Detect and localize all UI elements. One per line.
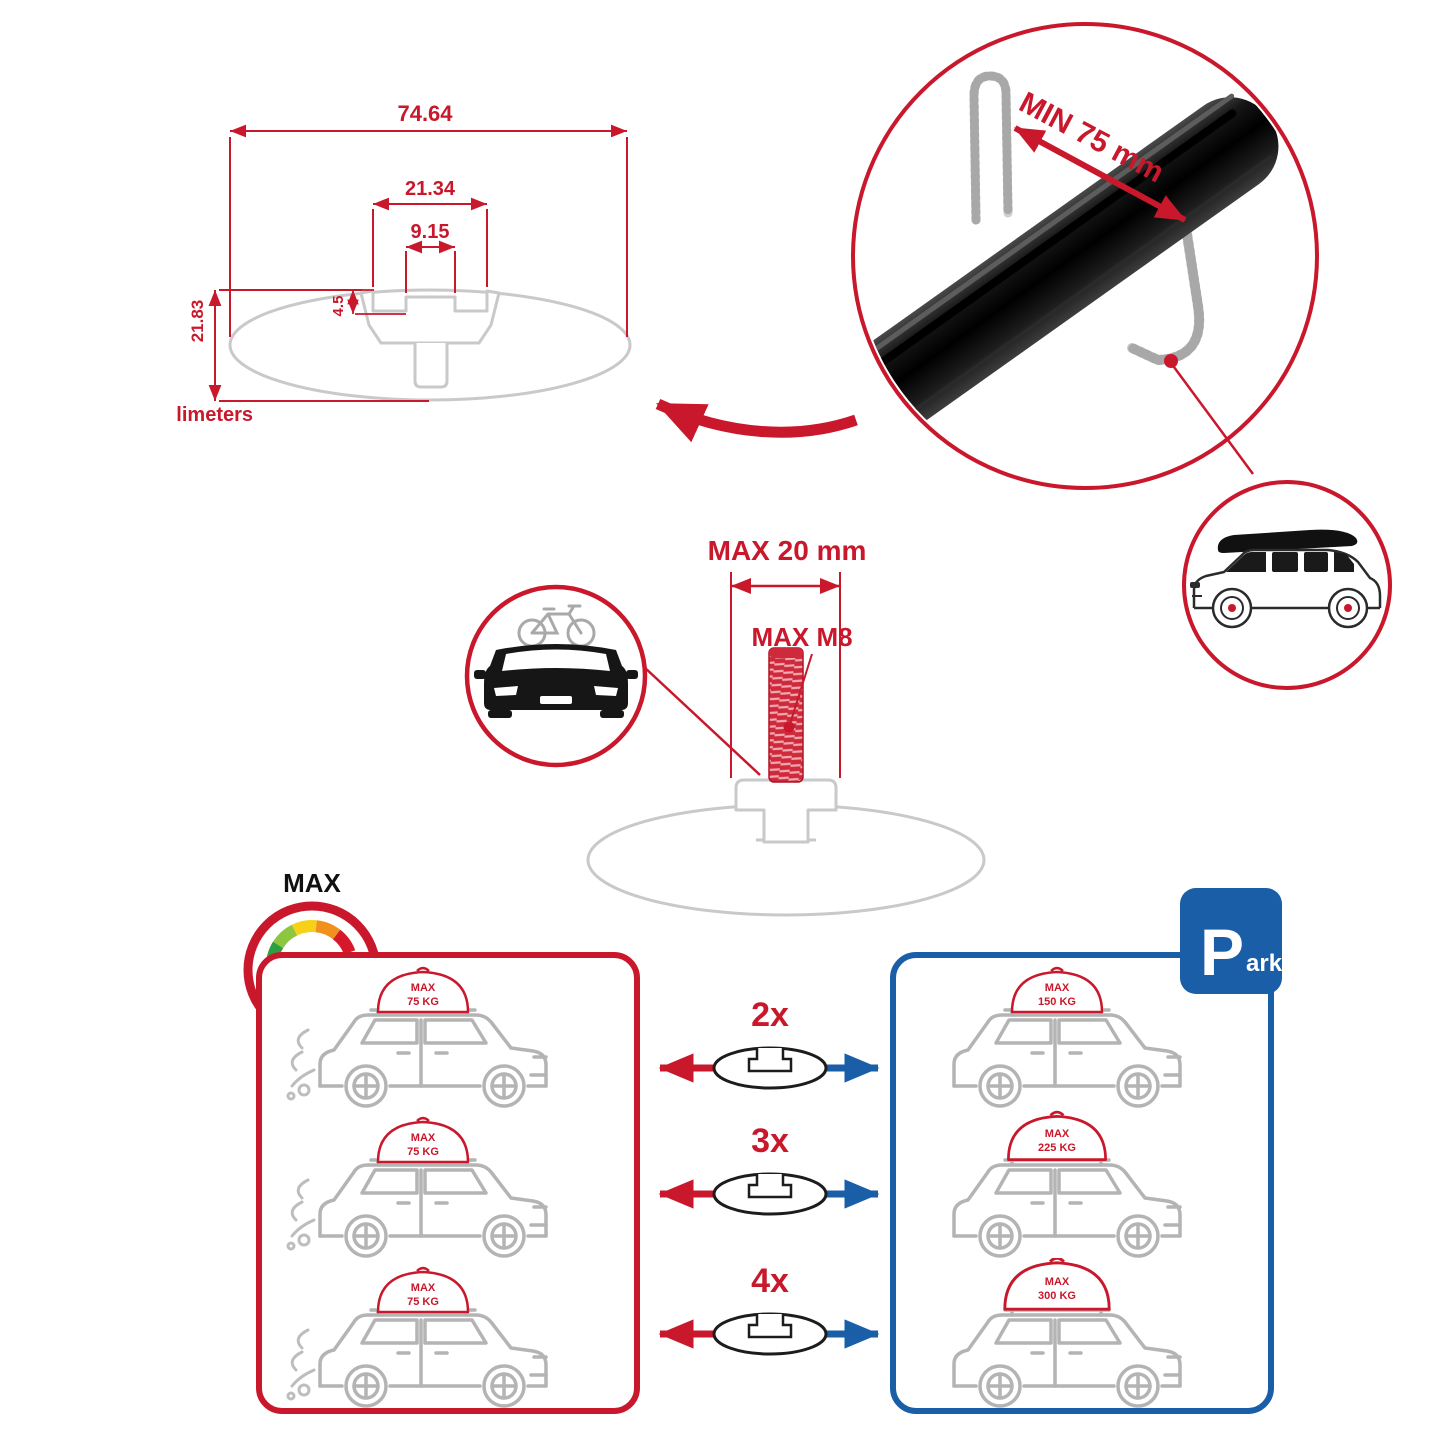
bolt-figure: MAX 20 mm MAX M8 [464, 535, 986, 917]
multiplier-label: 4x [751, 1262, 789, 1300]
detail-circle-outline [851, 22, 1319, 490]
cargo-weight-label: 225 KG [1038, 1142, 1076, 1154]
suv-roofbox-circle [1182, 480, 1392, 690]
cargo-max-label: MAX [411, 1132, 436, 1144]
parking-car-row: MAX 225 KG [952, 1110, 1182, 1258]
suv-icon [318, 1008, 548, 1108]
cargo-max-label: MAX [411, 1282, 436, 1294]
parking-sign-suffix: ark [1246, 950, 1283, 977]
crossbar-detail-circle: MIN 75 mm [851, 22, 1319, 490]
leader-line [1169, 362, 1255, 475]
dim-step-height-label: 4.5 [330, 296, 347, 317]
cargo-max-label: MAX [1045, 1276, 1070, 1288]
roof-cargo: MAX 75 KG [376, 1116, 470, 1164]
max-length-label: MAX 20 mm [708, 535, 867, 566]
bolt-locator-dot [783, 721, 795, 733]
crossbar-end-cap-inner [857, 378, 884, 438]
cargo-max-label: MAX [1045, 982, 1070, 994]
motion-lines-icon [286, 1028, 316, 1101]
profile-dimension-figure: 74.64 21.34 9.15 4.5 21.83 milimeters [175, 101, 632, 426]
t-nut-icon [734, 778, 838, 844]
multiplier-label: 2x [751, 996, 789, 1034]
driving-car-row: MAX 75 KG [286, 966, 548, 1108]
leader-line-stroke [1169, 362, 1255, 475]
dim-total-height-label: 21.83 [188, 300, 207, 343]
cargo-weight-label: 300 KG [1038, 1290, 1076, 1302]
max-thread-label: MAX M8 [751, 622, 852, 652]
motion-lines-icon [286, 1178, 316, 1251]
multiplier-column: 2x 3x 4x [658, 996, 880, 1356]
dim-unit-label: milimeters [175, 404, 253, 426]
suv-icon [952, 1308, 1182, 1408]
suv-with-roofbox-icon [1190, 529, 1382, 629]
motion-lines-icon [286, 1328, 316, 1401]
cargo-weight-label: 75 KG [407, 1296, 439, 1308]
roof-cargo: MAX 75 KG [376, 1266, 470, 1314]
suv-icon [952, 1008, 1182, 1108]
roof-cargo: MAX 150 KG [1010, 966, 1104, 1014]
callout-arrow [655, 398, 858, 443]
circle-connector-line [642, 665, 761, 776]
roof-cargo: MAX 225 KG [1007, 1110, 1107, 1161]
parking-sign: P ark [1180, 888, 1282, 994]
driving-car-row: MAX 75 KG [286, 1116, 548, 1258]
clamp-locator-dot [1164, 354, 1178, 368]
speed-max-label: MAX [283, 868, 341, 898]
dim-channel-width-label: 21.34 [405, 178, 456, 200]
crossbar-section-icon [712, 1312, 828, 1356]
suv-icon [952, 1158, 1182, 1258]
cargo-weight-label: 75 KG [407, 996, 439, 1008]
cargo-weight-label: 75 KG [407, 1146, 439, 1158]
callout-arrow-icon [655, 398, 858, 443]
profile-bolt-channel [413, 343, 449, 389]
parking-load-box: MAX 150 KG MAX 225 KG MAX 300 KG [890, 952, 1274, 1414]
crossbar-section-icon [712, 1172, 828, 1216]
clamp-icon [969, 71, 1205, 366]
dim-total-width-label: 74.64 [397, 101, 453, 126]
parking-sign-p: P [1200, 915, 1245, 990]
roof-cargo: MAX 75 KG [376, 966, 470, 1014]
min-span-arrow-icon [1013, 125, 1187, 223]
dim-slot-width-label: 9.15 [411, 221, 450, 243]
bolt-dimension-lines [730, 572, 841, 778]
bolt-icon [768, 647, 804, 783]
multiplier-label: 3x [751, 1122, 789, 1160]
dimension-lines [208, 124, 628, 402]
roof-cargo: MAX 300 KG [1003, 1258, 1111, 1311]
parking-car-row: MAX 150 KG [952, 966, 1182, 1108]
cargo-weight-label: 150 KG [1038, 996, 1076, 1008]
parking-car-row: MAX 300 KG [952, 1258, 1182, 1408]
suv-icon [318, 1158, 548, 1258]
cargo-max-label: MAX [411, 982, 436, 994]
cargo-max-label: MAX [1045, 1128, 1070, 1140]
crossbar-section-icon [712, 1046, 828, 1090]
driving-car-row: MAX 75 KG [286, 1266, 548, 1408]
driving-load-box: MAX 75 KG MAX 75 KG MAX 75 KG [256, 952, 640, 1414]
suv-icon [318, 1308, 548, 1408]
car-front-icon [474, 644, 638, 718]
